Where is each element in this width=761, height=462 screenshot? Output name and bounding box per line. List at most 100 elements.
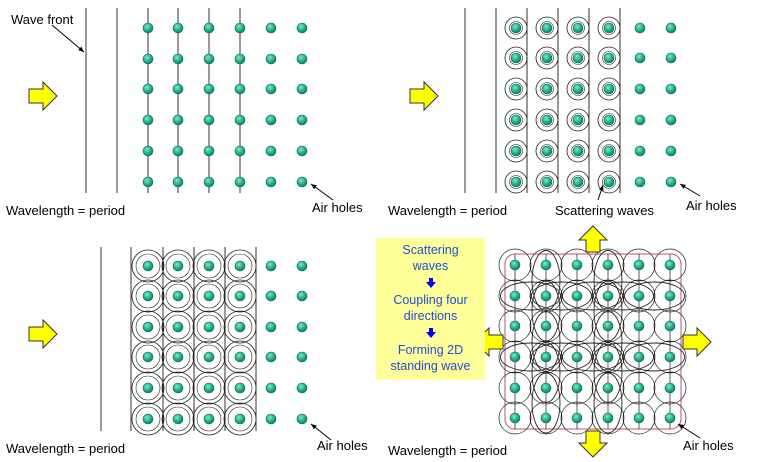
scattering-wave-ring	[571, 82, 585, 96]
air-hole	[265, 114, 277, 126]
coupling-ellipse	[562, 342, 623, 372]
scattering-wave-ring	[560, 401, 594, 435]
scattering-wave-ring	[602, 144, 616, 158]
air-hole	[509, 412, 521, 424]
air-hole	[234, 145, 246, 157]
air-hole	[234, 53, 246, 65]
air-holes-label-panel3: Air holes	[317, 438, 368, 453]
scattering-wave-ring	[131, 279, 165, 313]
coupling-ellipse	[531, 281, 592, 311]
scattering-wave-ring	[131, 402, 165, 436]
scattering-wave-ring	[622, 371, 656, 405]
scattering-wave-ring	[622, 279, 656, 313]
scattering-wave-ring	[135, 253, 161, 279]
air-hole	[633, 351, 645, 363]
scattering-wave-ring	[192, 402, 226, 436]
air-hole	[571, 259, 583, 271]
air-hole	[634, 83, 646, 95]
air-hole	[541, 83, 553, 95]
incident-wave-arrow-icon	[409, 80, 439, 112]
scattering-wave-ring	[653, 401, 687, 435]
outgoing-arrow-up-icon	[577, 225, 609, 253]
coupling-ellipse	[624, 342, 685, 372]
wave-front-label: Wave front	[11, 12, 74, 27]
air-hole	[296, 145, 308, 157]
air-hole	[510, 145, 522, 157]
scattering-wave-ring	[560, 309, 594, 343]
scattering-wave-ring	[135, 283, 161, 309]
air-hole	[571, 412, 583, 424]
wavelength-label-panel4: Wavelength = period	[388, 443, 508, 458]
scattering-wave-ring	[591, 371, 625, 405]
coupling-ellipse	[593, 342, 654, 372]
air-hole	[296, 53, 308, 65]
scattering-wave-ring	[509, 175, 523, 189]
air-hole	[142, 290, 154, 302]
air-hole	[665, 114, 677, 126]
air-hole	[172, 145, 184, 157]
scattering-wave-ring	[622, 248, 656, 282]
scattering-wave-ring	[571, 113, 585, 127]
air-hole	[142, 22, 154, 34]
scattering-wave-ring	[165, 253, 191, 279]
air-hole	[172, 83, 184, 95]
scattering-wave-ring	[602, 21, 616, 35]
air-hole	[296, 83, 308, 95]
air-hole	[296, 351, 308, 363]
scattering-wave-ring	[597, 16, 621, 40]
air-hole	[234, 176, 246, 188]
scattering-wave-ring	[165, 283, 191, 309]
air-hole	[172, 290, 184, 302]
incident-wave-arrow-icon	[28, 80, 58, 112]
scattering-wave-ring	[509, 21, 523, 35]
wavelength-label-panel2: Wavelength = period	[388, 203, 508, 218]
scattering-wave-ring	[135, 314, 161, 340]
scattering-wave-ring	[622, 309, 656, 343]
air-hole	[540, 382, 552, 394]
scattering-wave-ring	[135, 344, 161, 370]
scattering-wave-ring	[571, 175, 585, 189]
air-hole	[509, 290, 521, 302]
air-hole	[203, 83, 215, 95]
air-hole	[510, 52, 522, 64]
air-hole	[602, 320, 614, 332]
scattering-wave-ring	[653, 371, 687, 405]
scattering-wave-ring	[504, 77, 528, 101]
wave-front-pointer	[51, 24, 85, 53]
scattering-wave-ring	[161, 249, 195, 283]
mechanism-flow-box: Scattering waves Coupling four direction…	[376, 238, 485, 380]
air-hole	[203, 321, 215, 333]
scattering-wave-ring	[529, 401, 563, 435]
scattering-wave-ring	[591, 401, 625, 435]
coupling-ellipse	[593, 342, 623, 403]
air-hole	[296, 382, 308, 394]
air-holes-label-panel4: Air holes	[683, 438, 734, 453]
air-hole	[602, 290, 614, 302]
air-hole	[203, 413, 215, 425]
air-hole	[540, 320, 552, 332]
air-hole	[234, 290, 246, 302]
scattering-wave-ring	[192, 371, 226, 405]
scattering-waves-label: Scattering waves	[555, 203, 654, 218]
air-hole	[234, 351, 246, 363]
scattering-wave-ring	[161, 279, 195, 313]
air-hole	[234, 321, 246, 333]
air-hole	[664, 320, 676, 332]
air-hole	[265, 321, 277, 333]
outgoing-arrow-down-icon	[577, 430, 609, 458]
air-hole	[265, 290, 277, 302]
air-hole	[265, 351, 277, 363]
air-hole	[265, 413, 277, 425]
air-hole	[603, 22, 615, 34]
scattering-wave-ring	[597, 77, 621, 101]
scattering-wave-ring	[560, 371, 594, 405]
air-hole	[665, 176, 677, 188]
scattering-wave-ring	[498, 309, 532, 343]
scattering-wave-ring	[504, 16, 528, 40]
wave-front-pointer-head	[78, 46, 84, 52]
scattering-wave-ring	[498, 371, 532, 405]
scattering-wave-ring	[571, 144, 585, 158]
air-hole	[571, 290, 583, 302]
air-hole	[571, 320, 583, 332]
